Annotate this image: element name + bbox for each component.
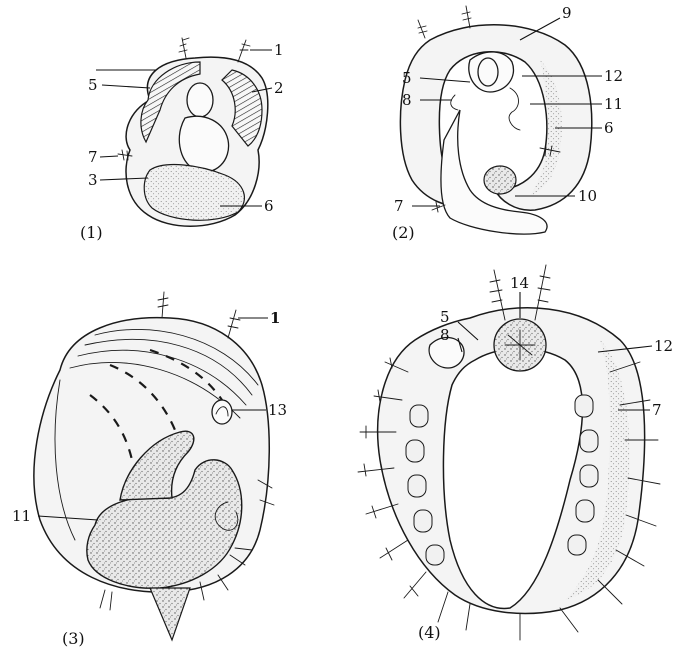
panel-1-leader-5 bbox=[102, 85, 150, 88]
panel-3-label-11: 11 bbox=[12, 507, 31, 525]
panel-3: 1 11 13 (3) bbox=[12, 292, 287, 648]
panel-2-mouth bbox=[451, 95, 458, 110]
panel-4-label-7: 7 bbox=[652, 401, 662, 419]
panel-1-label-7: 7 bbox=[88, 148, 98, 166]
panel-1-leader-7 bbox=[100, 156, 118, 157]
panel-4-caption: (4) bbox=[418, 623, 441, 642]
panel-4-label-8: 8 bbox=[440, 326, 450, 344]
panel-3-label-13: 13 bbox=[268, 401, 287, 419]
panel-1-apical-organ bbox=[187, 83, 213, 117]
panel-1: 1 2 3 5 6 7 (1) bbox=[80, 38, 284, 242]
panel-1-setae-left bbox=[179, 38, 189, 58]
panel-1-label-1: 1 bbox=[274, 41, 284, 59]
panel-2-label-11: 11 bbox=[604, 95, 623, 113]
panel-2-label-10: 10 bbox=[578, 187, 597, 205]
panel-3-tail-process bbox=[150, 588, 190, 640]
panel-3-setae-top-left bbox=[158, 292, 168, 318]
panel-2-label-7: 7 bbox=[394, 197, 404, 215]
panel-2-caption: (2) bbox=[392, 223, 415, 242]
panel-2-label-9: 9 bbox=[562, 4, 572, 22]
panel-2-setae-left bbox=[418, 20, 427, 38]
panel-1-label-3: 3 bbox=[88, 171, 98, 189]
panel-2-statocyst bbox=[484, 166, 516, 194]
panel-4-label-5: 5 bbox=[440, 308, 450, 326]
panel-3-caption: (3) bbox=[62, 629, 85, 648]
panel-2-label-8: 8 bbox=[402, 91, 412, 109]
panel-3-eye-organ bbox=[212, 400, 232, 424]
panel-4: 5 7 8 12 14 (4) bbox=[358, 265, 673, 642]
panel-1-label-2: 2 bbox=[274, 79, 284, 97]
panel-2: 5 6 7 8 9 10 11 12 (2) bbox=[392, 4, 623, 242]
panel-2-setae-top bbox=[462, 6, 471, 28]
panel-1-setae-right bbox=[238, 40, 250, 62]
panel-3-setae-top-right bbox=[228, 310, 240, 338]
panel-3-label-1: 1 bbox=[270, 309, 280, 327]
panel-2-apical-organ bbox=[478, 58, 498, 86]
panel-2-label-5: 5 bbox=[402, 69, 412, 87]
panel-1-label-5: 5 bbox=[88, 76, 98, 94]
panel-1-label-6: 6 bbox=[264, 197, 274, 215]
panel-4-label-12: 12 bbox=[654, 337, 673, 355]
panel-4-label-14: 14 bbox=[510, 274, 529, 292]
panel-1-caption: (1) bbox=[80, 223, 103, 242]
panel-2-coiled-tube bbox=[509, 88, 520, 130]
panel-2-label-12: 12 bbox=[604, 67, 623, 85]
panel-2-label-6: 6 bbox=[604, 119, 614, 137]
